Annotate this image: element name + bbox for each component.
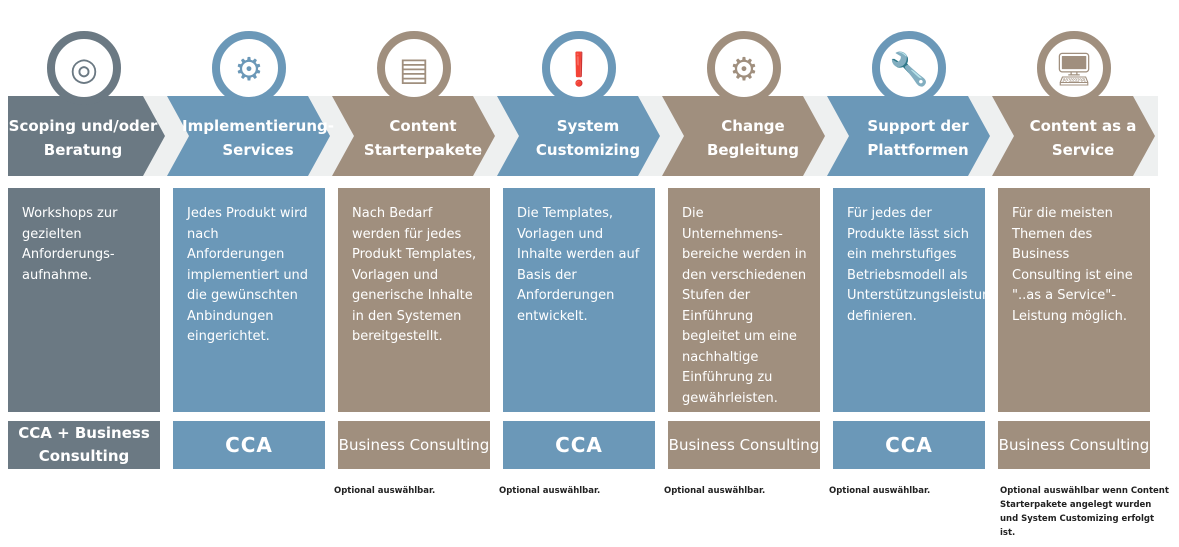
step-description: Jedes Produkt wird nach Anforderungen im… xyxy=(173,188,325,412)
step-description: Die Templates, Vorlagen und Inhalte werd… xyxy=(503,188,655,412)
target-icon: ◎ xyxy=(70,50,98,88)
gear-alert-icon: ❗ xyxy=(559,50,599,88)
icon-circle xyxy=(1037,31,1111,105)
step-title: Implementierung-Services xyxy=(182,117,334,159)
step-provider: CCA xyxy=(503,421,655,469)
step-provider: Business Consulting xyxy=(338,421,490,469)
step-title: Support der Plattformen xyxy=(867,117,969,159)
step-title: Scoping und/oder Beratung xyxy=(8,117,158,159)
step-note: Optional auswählbar. xyxy=(334,486,436,496)
step-title: Content Starterpakete xyxy=(363,117,483,159)
step-description: Nach Bedarf werden für jedes Produkt Tem… xyxy=(338,188,490,412)
step-title: Content as a Service xyxy=(1029,117,1137,159)
chevron-step-7 xyxy=(992,96,1155,176)
chevron-step-5 xyxy=(662,96,825,176)
step-provider: Business Consulting xyxy=(668,421,820,469)
icon-circle xyxy=(47,31,121,105)
chevron-step-6 xyxy=(827,96,990,176)
step-note: Optional auswählbar wenn Content Starter… xyxy=(1000,486,1169,538)
step-provider: Business Consulting xyxy=(998,421,1150,469)
step-description: Workshops zur gezielten Anforderungs-auf… xyxy=(8,188,160,412)
idea-gear-cycle-icon: ⚙ xyxy=(235,50,264,88)
step-title: Change Begleitung xyxy=(706,117,800,159)
step-provider: CCA + Business Consulting xyxy=(8,421,160,469)
chevron-step-1 xyxy=(8,96,165,176)
step-description: Die Unternehmens-bereiche werden in den … xyxy=(668,188,820,412)
content-service-icon: 🖥 xyxy=(1054,50,1095,88)
step-description: Für jedes der Produkte lässt sich ein me… xyxy=(833,188,999,412)
chevron-step-3 xyxy=(332,96,495,176)
org-change-icon: ⚙ xyxy=(730,50,759,88)
chevron-step-2 xyxy=(167,96,330,176)
icon-circle xyxy=(707,31,781,105)
step-provider: CCA xyxy=(833,421,985,469)
step-title: System Customizing xyxy=(535,117,641,159)
chevron-step-4 xyxy=(497,96,660,176)
icon-circle xyxy=(542,31,616,105)
step-provider: CCA xyxy=(173,421,325,469)
document-icon: ▤ xyxy=(399,50,429,88)
step-description: Für die meisten Themen des Business Cons… xyxy=(998,188,1150,412)
icon-circle xyxy=(872,31,946,105)
icon-circle xyxy=(212,31,286,105)
icon-circle xyxy=(377,31,451,105)
step-note: Optional auswählbar. xyxy=(664,486,766,496)
step-note: Optional auswählbar. xyxy=(829,486,931,496)
step-note: Optional auswählbar. xyxy=(499,486,601,496)
wrench-window-icon: 🔧 xyxy=(889,50,929,88)
